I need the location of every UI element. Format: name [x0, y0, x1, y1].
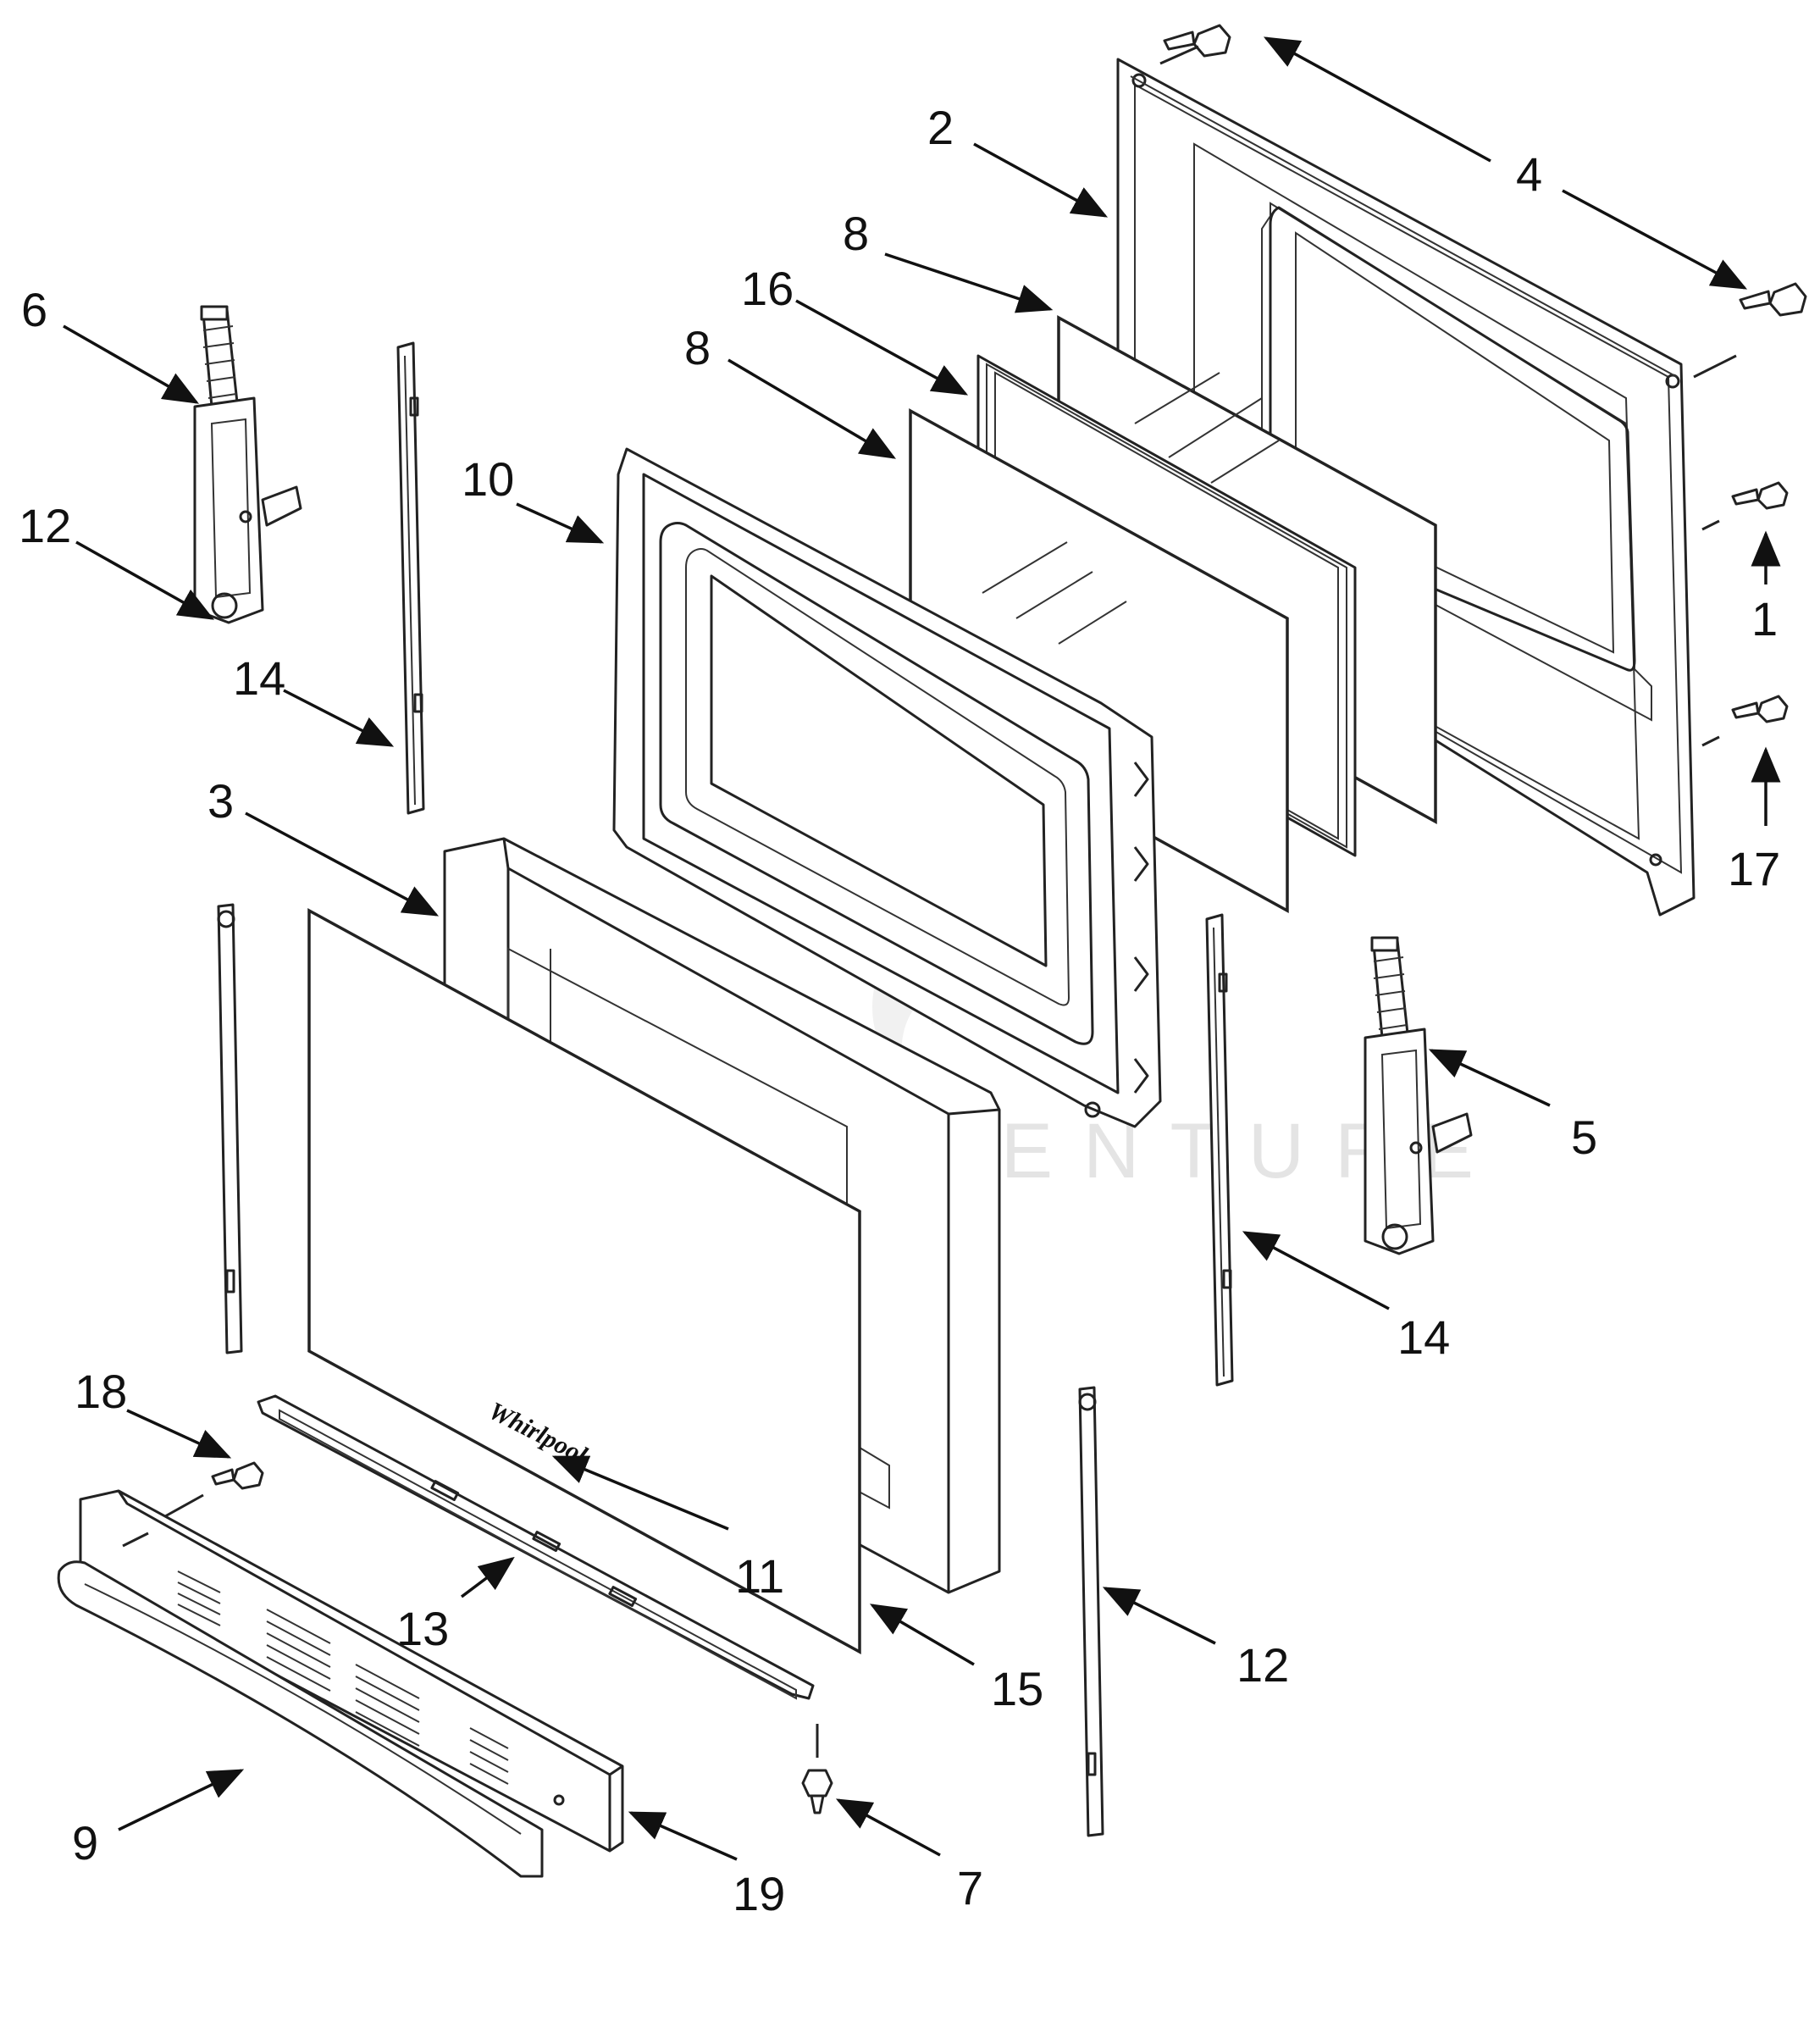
callout-4: 4 — [1516, 147, 1542, 201]
part-side-channel-right — [1205, 913, 1234, 1387]
callout-19: 19 — [733, 1867, 785, 1920]
callout-5: 5 — [1571, 1111, 1597, 1164]
callout-labels: 2 4 8 16 8 6 10 1 14 3 17 12 5 14 18 11 … — [19, 101, 1780, 1920]
screw-part-4-top — [1163, 24, 1231, 58]
part-inner-frame — [612, 447, 1162, 1128]
part-bottom-channel — [257, 1394, 815, 1700]
part-side-trim-left — [217, 903, 243, 1354]
screw-part-7 — [801, 1724, 833, 1814]
vent-slots — [177, 1570, 509, 1785]
part-inner-door-panel — [1116, 58, 1696, 917]
part-side-channel-left — [396, 341, 425, 815]
screw-part-17 — [1731, 695, 1789, 723]
screw-part-18 — [211, 1461, 264, 1490]
screw-part-4-right — [1739, 282, 1807, 317]
callout-14-right: 14 — [1397, 1310, 1450, 1364]
callout-2: 2 — [927, 101, 954, 154]
callout-8-upper: 8 — [843, 207, 869, 260]
part-hinge-left — [193, 305, 302, 624]
callout-3: 3 — [207, 774, 234, 828]
callout-14-left: 14 — [233, 651, 285, 705]
callout-13: 13 — [396, 1602, 449, 1655]
screw-part-1 — [1731, 481, 1789, 510]
callout-12-right: 12 — [1236, 1638, 1289, 1692]
callout-16: 16 — [741, 262, 794, 315]
callout-12-left: 12 — [19, 499, 71, 552]
callout-7: 7 — [957, 1861, 983, 1914]
callout-18: 18 — [75, 1365, 127, 1418]
callout-11: 11 — [735, 1549, 784, 1603]
leader-lines — [63, 36, 1781, 1861]
callout-6: 6 — [21, 283, 47, 336]
part-hinge-right — [1364, 936, 1473, 1255]
callout-15: 15 — [991, 1662, 1043, 1715]
part-outer-glass — [307, 908, 861, 1654]
callout-8-lower: 8 — [684, 321, 711, 374]
callout-1: 1 — [1751, 592, 1778, 645]
callout-9: 9 — [72, 1816, 98, 1870]
part-handle — [57, 1560, 544, 1878]
part-side-trim-right — [1078, 1386, 1104, 1837]
callout-10: 10 — [462, 452, 514, 506]
callout-17: 17 — [1728, 842, 1780, 895]
